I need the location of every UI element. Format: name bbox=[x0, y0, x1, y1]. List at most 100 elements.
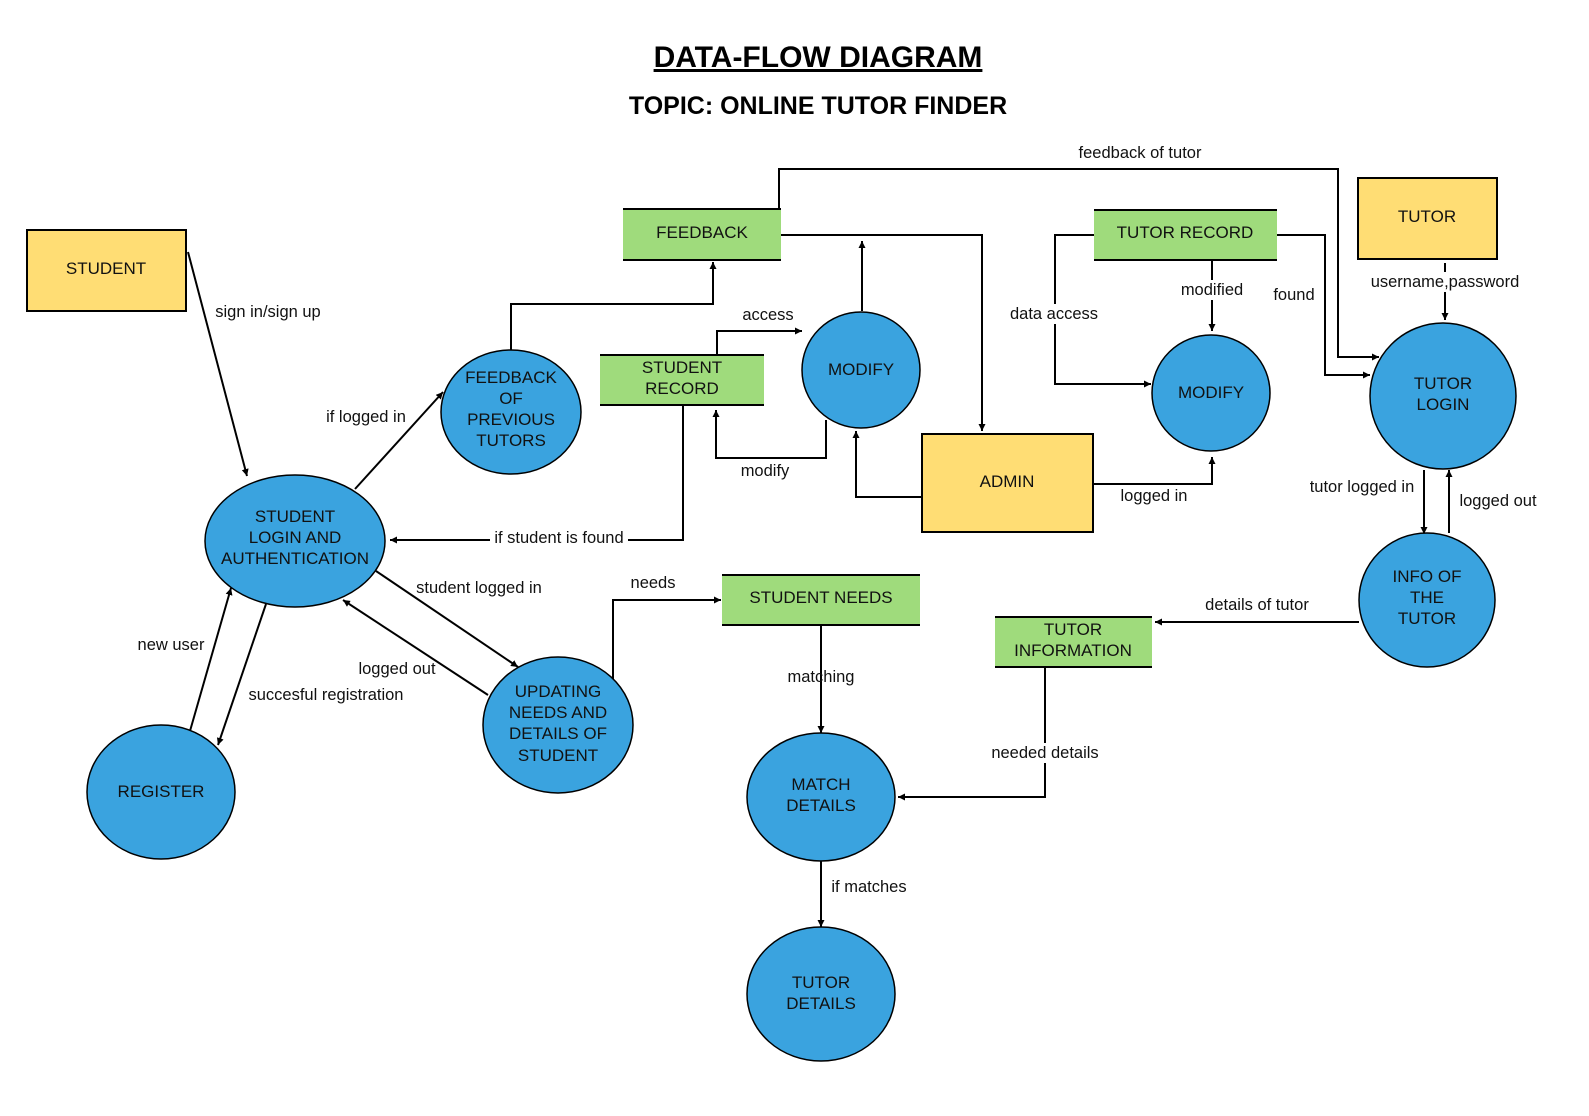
process-tutor-login: TUTOR LOGIN bbox=[1369, 322, 1517, 470]
store-tutor-information-box bbox=[995, 617, 1152, 667]
edge-modify bbox=[712, 410, 827, 459]
process-modify-tutor-label: MODIFY bbox=[1178, 383, 1244, 402]
store-tutor-record-label: TUTOR RECORD bbox=[1117, 223, 1254, 242]
store-feedback-label: FEEDBACK bbox=[656, 223, 748, 242]
process-student-login-line-3: AUTHENTICATION bbox=[221, 549, 369, 568]
process-modify-student-shape bbox=[801, 311, 921, 429]
store-student-record: STUDENT RECORD bbox=[600, 354, 764, 406]
label-logged-out-student: logged out bbox=[358, 660, 435, 678]
process-student-login-line-1: STUDENT bbox=[255, 507, 335, 526]
label-succesful-registration: succesful registration bbox=[249, 686, 404, 704]
label-access: access bbox=[742, 306, 793, 324]
process-feedback-previous-line-4: TUTORS bbox=[476, 431, 546, 450]
process-tutor-details-line-2: DETAILS bbox=[786, 994, 856, 1013]
label-username-password-bg bbox=[1364, 272, 1526, 292]
process-match-details-line-2: DETAILS bbox=[786, 796, 856, 815]
edge-admin-modify bbox=[852, 431, 922, 498]
store-student-record-line-2: RECORD bbox=[645, 379, 719, 398]
edge-if-student-found bbox=[390, 405, 684, 544]
process-updating-needs-line-2: NEEDS AND bbox=[509, 703, 607, 722]
label-modified: modified bbox=[1181, 281, 1243, 299]
label-modified-bg bbox=[1176, 280, 1248, 300]
edge-student-logged-in bbox=[375, 570, 519, 668]
process-tutor-login-line-1: TUTOR bbox=[1414, 374, 1472, 393]
diagram-title: DATA-FLOW DIAGRAM bbox=[654, 41, 983, 74]
store-student-needs-label: STUDENT NEEDS bbox=[749, 588, 892, 607]
process-updating-needs-line-1: UPDATING bbox=[515, 682, 602, 701]
process-feedback-previous: FEEDBACK OF PREVIOUS TUTORS bbox=[440, 349, 582, 475]
store-feedback-box bbox=[623, 209, 781, 260]
edge-if-logged-in bbox=[354, 391, 444, 490]
entity-student: STUDENT bbox=[26, 229, 187, 312]
label-username-password: username,password bbox=[1371, 273, 1520, 291]
label-if-logged-in: if logged in bbox=[326, 408, 406, 426]
edge-new-user bbox=[189, 587, 233, 732]
label-if-student-found: if student is found bbox=[494, 529, 623, 547]
store-tutor-information-line-1: TUTOR bbox=[1044, 620, 1102, 639]
entity-admin-label: ADMIN bbox=[980, 472, 1035, 491]
store-student-record-line-1: STUDENT bbox=[642, 358, 722, 377]
label-sign-in: sign in/sign up bbox=[215, 303, 321, 321]
label-needed-details: needed details bbox=[991, 744, 1098, 762]
process-tutor-details: TUTOR DETAILS bbox=[746, 926, 896, 1062]
label-student-logged-in: student logged in bbox=[416, 579, 542, 597]
label-data-access-bg bbox=[1005, 304, 1103, 324]
edge-feedback-of-tutor bbox=[778, 168, 1379, 361]
entity-student-label: STUDENT bbox=[66, 259, 146, 278]
process-info-tutor-shape bbox=[1358, 532, 1496, 668]
entity-admin: ADMIN bbox=[921, 433, 1094, 533]
label-needed-details-bg bbox=[986, 743, 1104, 763]
process-modify-student: MODIFY bbox=[801, 311, 921, 429]
process-info-tutor-line-2: THE bbox=[1410, 588, 1444, 607]
store-tutor-information: TUTOR INFORMATION bbox=[995, 616, 1152, 668]
edge-succesful-registration bbox=[216, 603, 267, 746]
process-feedback-previous-line-3: PREVIOUS bbox=[467, 410, 555, 429]
process-modify-tutor: MODIFY bbox=[1151, 334, 1271, 452]
process-feedback-previous-shape bbox=[440, 349, 582, 475]
label-found: found bbox=[1273, 286, 1314, 304]
process-match-details-shape bbox=[746, 732, 896, 862]
process-match-details-line-1: MATCH bbox=[791, 775, 850, 794]
label-modify: modify bbox=[741, 462, 790, 480]
process-tutor-details-shape bbox=[746, 926, 896, 1062]
process-tutor-login-line-2: LOGIN bbox=[1417, 395, 1470, 414]
process-info-tutor-line-3: TUTOR bbox=[1398, 609, 1456, 628]
entity-admin-box bbox=[921, 433, 1094, 533]
entity-tutor: TUTOR bbox=[1357, 177, 1498, 260]
label-logged-out-tutor: logged out bbox=[1459, 492, 1536, 510]
process-register: REGISTER bbox=[86, 724, 236, 860]
process-feedback-previous-line-1: FEEDBACK bbox=[465, 368, 557, 387]
label-data-access: data access bbox=[1010, 305, 1098, 323]
label-logged-in-admin: logged in bbox=[1121, 487, 1188, 505]
process-info-tutor: INFO OF THE TUTOR bbox=[1358, 532, 1496, 668]
edge-feedback-store bbox=[510, 262, 717, 350]
process-updating-needs-line-3: DETAILS OF bbox=[509, 724, 607, 743]
process-student-login: STUDENT LOGIN AND AUTHENTICATION bbox=[204, 474, 386, 608]
process-updating-needs-shape bbox=[482, 656, 634, 794]
label-if-matches: if matches bbox=[831, 878, 906, 896]
process-info-tutor-line-1: INFO OF bbox=[1393, 567, 1462, 586]
edge-logged-in-admin bbox=[1094, 457, 1216, 485]
entity-tutor-box bbox=[1357, 177, 1498, 260]
process-modify-tutor-shape bbox=[1151, 334, 1271, 452]
edge-needs bbox=[612, 596, 721, 680]
process-tutor-details-line-1: TUTOR bbox=[792, 973, 850, 992]
store-feedback: FEEDBACK bbox=[623, 208, 781, 261]
process-student-login-shape bbox=[204, 474, 386, 608]
label-new-user: new user bbox=[138, 636, 205, 654]
edge-needed-details bbox=[898, 667, 1046, 801]
edge-found bbox=[1277, 234, 1370, 379]
edge-sign-in bbox=[187, 251, 249, 477]
process-student-login-line-2: LOGIN AND bbox=[249, 528, 342, 547]
process-tutor-login-shape bbox=[1369, 322, 1517, 470]
process-updating-needs: UPDATING NEEDS AND DETAILS OF STUDENT bbox=[482, 656, 634, 794]
store-tutor-record-box bbox=[1094, 210, 1277, 260]
process-register-shape bbox=[86, 724, 236, 860]
edge-feedback-admin bbox=[781, 234, 986, 431]
edge-access bbox=[716, 327, 802, 355]
store-tutor-information-line-2: INFORMATION bbox=[1014, 641, 1132, 660]
store-student-needs-box bbox=[722, 575, 920, 625]
store-student-record-box bbox=[600, 355, 764, 405]
label-if-student-found-bg bbox=[490, 528, 628, 548]
